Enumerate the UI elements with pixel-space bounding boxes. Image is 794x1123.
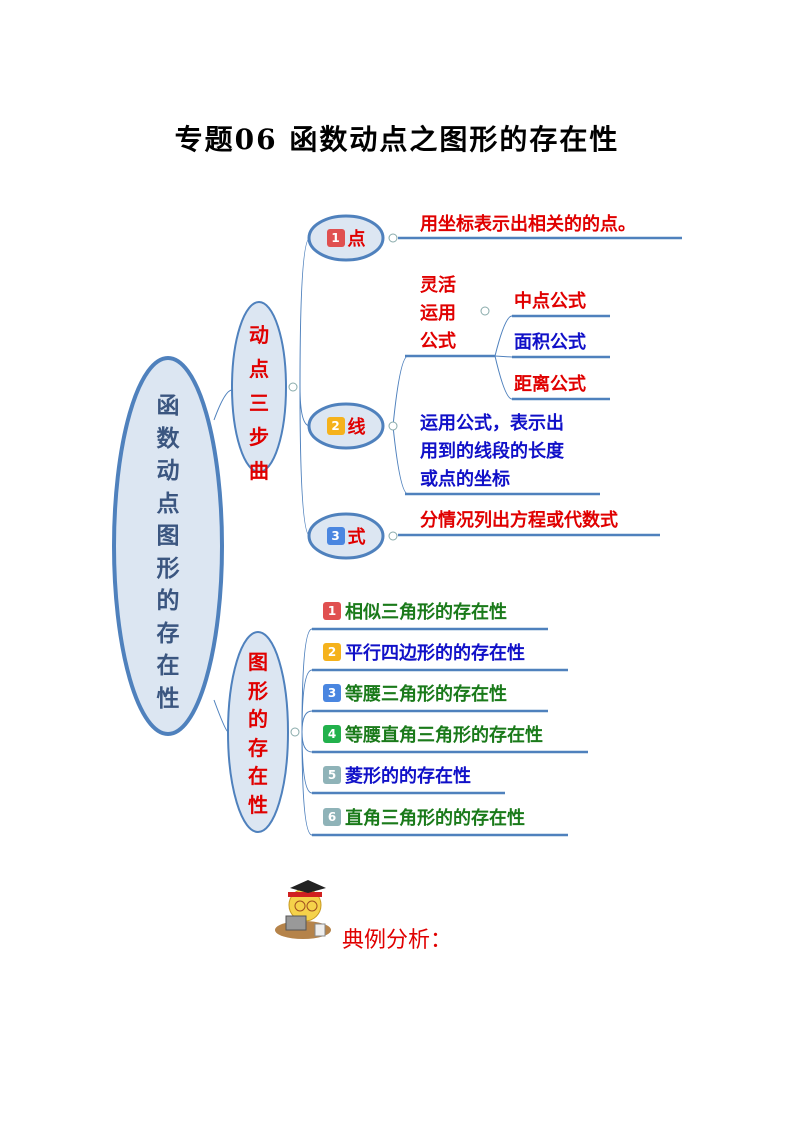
- node-char: 的: [248, 707, 268, 731]
- root-char: 存: [156, 620, 180, 647]
- number-badge: 3: [323, 684, 341, 702]
- node-char: 性: [248, 792, 268, 817]
- root-char: 形: [156, 555, 180, 582]
- text-line: 灵活: [420, 275, 456, 296]
- root-char: 图: [156, 523, 180, 549]
- item-label: 直角三角形的的存在性: [345, 808, 525, 829]
- number-badge: 2: [326, 417, 345, 435]
- text-line: 或点的坐标: [420, 469, 510, 490]
- root-node-shape: [112, 356, 224, 736]
- node-char: 点: [249, 357, 269, 381]
- formula-midpoint[interactable]: 中点公式: [514, 291, 586, 312]
- item-label: 相似三角形的存在性: [345, 602, 507, 623]
- item-label: 等腰直角三角形的存在性: [345, 725, 543, 746]
- branch1-node-shape: [231, 301, 287, 473]
- collapse-icon[interactable]: [388, 531, 398, 541]
- root-char: 动: [156, 458, 180, 484]
- collapse-icon[interactable]: [290, 727, 300, 737]
- collapse-icon[interactable]: [388, 233, 398, 243]
- step-label: 线: [347, 417, 366, 438]
- item-label: 平行四边形的的存在性: [345, 643, 525, 664]
- page-title: 专题06 函数动点之图形的存在性: [174, 123, 620, 156]
- root-char: 在: [156, 653, 180, 679]
- branch-node-dongdian[interactable]: 动点三步曲: [239, 318, 279, 488]
- branch-node-existence[interactable]: 图形的存在性: [238, 648, 278, 819]
- text-line: 用到的线段的长度: [420, 441, 564, 462]
- item-label: 等腰三角形的存在性: [345, 684, 507, 705]
- number-badge: 6: [323, 808, 341, 826]
- node-char: 动: [249, 323, 269, 347]
- step-label: 点: [347, 229, 366, 250]
- collapse-icon[interactable]: [480, 306, 490, 316]
- root-char: 数: [156, 425, 180, 452]
- formula-area[interactable]: 面积公式: [514, 332, 586, 353]
- formula-distance[interactable]: 距离公式: [514, 374, 586, 395]
- item-label: 菱形的的存在性: [345, 766, 471, 787]
- text-line: 运用公式，表示出: [420, 413, 564, 434]
- root-node[interactable]: 函数动点图形的存在性: [143, 390, 193, 715]
- node-char: 曲: [249, 459, 269, 483]
- root-char: 性: [156, 685, 180, 712]
- collapse-icon[interactable]: [288, 382, 298, 392]
- collapse-icon[interactable]: [388, 421, 398, 431]
- root-char: 函: [156, 393, 180, 419]
- node-char: 三: [249, 391, 269, 415]
- mascot-icon: [275, 880, 331, 939]
- step2-note[interactable]: 运用公式，表示出用到的线段的长度或点的坐标: [420, 410, 564, 494]
- node-char: 存: [248, 735, 268, 760]
- step3-note: 分情况列出方程或代数式: [420, 510, 618, 531]
- number-badge: 5: [323, 766, 341, 784]
- number-badge: 4: [323, 725, 341, 743]
- example-analysis-heading: 典例分析：: [342, 928, 453, 953]
- node-char: 步: [249, 425, 269, 449]
- text-line: 运用: [420, 303, 456, 324]
- number-badge: 3: [326, 527, 345, 545]
- number-badge: 2: [323, 643, 341, 661]
- flex-formula-label[interactable]: 灵活运用公式: [420, 272, 456, 356]
- step1-note: 用坐标表示出相关的的点。: [420, 214, 636, 235]
- node-char: 图: [248, 650, 268, 674]
- node-char: 形: [248, 678, 268, 703]
- root-char: 的: [156, 588, 180, 614]
- node-char: 在: [248, 764, 268, 788]
- number-badge: 1: [323, 602, 341, 620]
- step-label: 式: [347, 527, 366, 548]
- root-char: 点: [156, 490, 180, 517]
- text-line: 公式: [420, 331, 456, 352]
- number-badge: 1: [326, 229, 345, 247]
